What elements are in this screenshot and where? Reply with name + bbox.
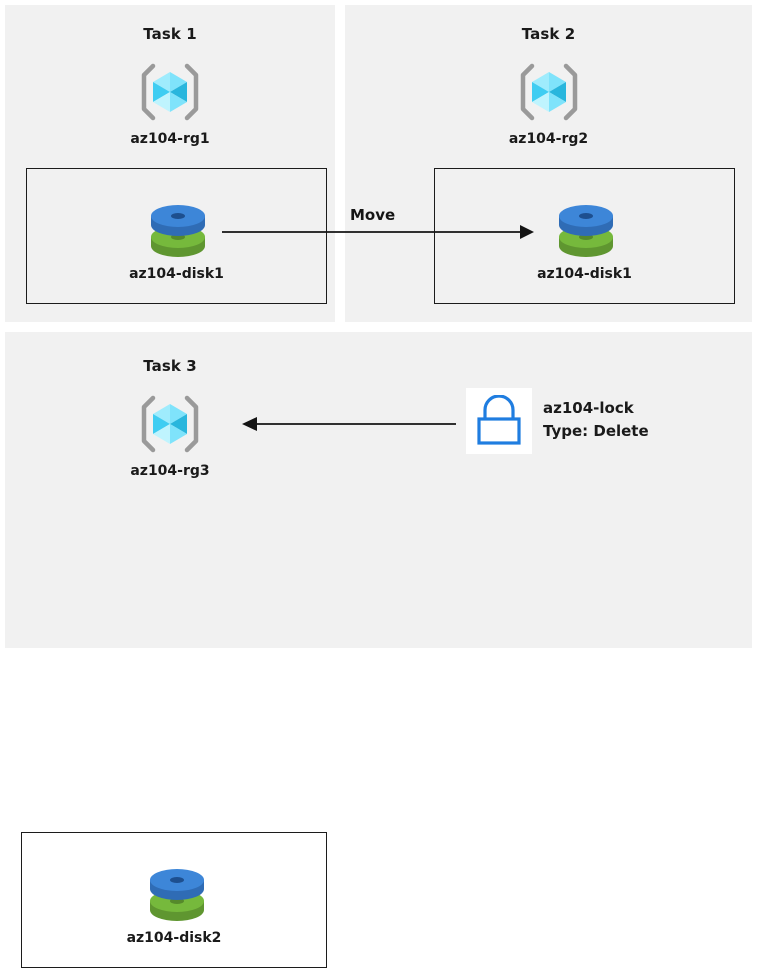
resource-box-1: az104-disk1 bbox=[26, 168, 327, 304]
lock-type: Type: Delete bbox=[543, 422, 649, 440]
move-connector-label: Move bbox=[350, 206, 396, 224]
managed-disk-icon bbox=[143, 199, 213, 261]
lock-icon-container bbox=[466, 388, 532, 454]
lock-text-block: az104-lock Type: Delete bbox=[543, 397, 743, 443]
managed-disk-icon bbox=[551, 199, 621, 261]
resource-group-label-3: az104-rg3 bbox=[130, 463, 210, 479]
resource-box-3: az104-disk2 bbox=[21, 832, 327, 968]
lock-name: az104-lock bbox=[543, 399, 634, 417]
managed-disk-icon bbox=[142, 863, 212, 925]
resource-group-label-2: az104-rg2 bbox=[508, 131, 589, 147]
resource-box-2: az104-disk1 bbox=[434, 168, 735, 304]
resource-group-cube-icon bbox=[139, 393, 201, 455]
resource-group-cube-icon bbox=[139, 61, 201, 123]
resource-group-cube-icon bbox=[518, 61, 580, 123]
task-1-title: Task 1 bbox=[143, 25, 197, 43]
task-panel-1: Task 1 az104-rg1 bbox=[5, 5, 335, 322]
resource-label-3: az104-disk2 bbox=[126, 930, 222, 946]
task-2-title: Task 2 bbox=[521, 25, 576, 43]
task-panel-2: Task 2 az104-rg2 bbox=[345, 5, 752, 322]
diagram-canvas: Task 1 az104-rg1 bbox=[5, 5, 752, 968]
resource-label-1: az104-disk1 bbox=[129, 266, 224, 282]
padlock-icon bbox=[477, 395, 521, 445]
lock-arrow-icon bbox=[242, 417, 456, 431]
resource-group-label-1: az104-rg1 bbox=[130, 131, 210, 147]
task-3-title: Task 3 bbox=[143, 357, 197, 375]
move-arrow-icon bbox=[222, 225, 534, 239]
resource-label-2: az104-disk1 bbox=[537, 266, 632, 282]
task-panel-3: Task 3 az104-rg3 bbox=[5, 332, 752, 968]
